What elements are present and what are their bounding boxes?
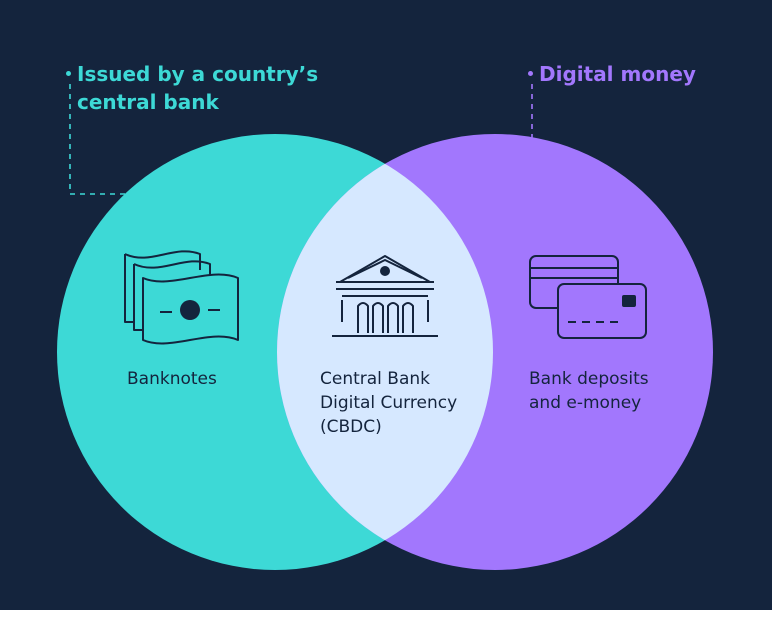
credit-cards-icon — [529, 255, 647, 339]
left-callout-bullet — [66, 71, 71, 76]
banknotes-label: Banknotes — [127, 369, 217, 389]
left-callout-line1: Issued by a country’s — [77, 62, 319, 86]
right-callout: Digital money — [528, 60, 696, 88]
left-callout-line2: central bank — [77, 90, 219, 114]
bank-building-icon — [332, 255, 438, 337]
banknotes-icon — [124, 250, 239, 345]
cbdc-label: Central Bank Digital Currency (CBDC) — [320, 369, 458, 437]
left-callout: Issued by a country’s central bank — [66, 60, 318, 116]
bank-deposits-label: Bank deposits and e-money — [529, 369, 649, 413]
intersection-area — [277, 134, 493, 570]
left-callout-connector — [69, 84, 128, 195]
right-callout-bullet — [528, 71, 533, 76]
right-callout-line1: Digital money — [539, 62, 696, 86]
